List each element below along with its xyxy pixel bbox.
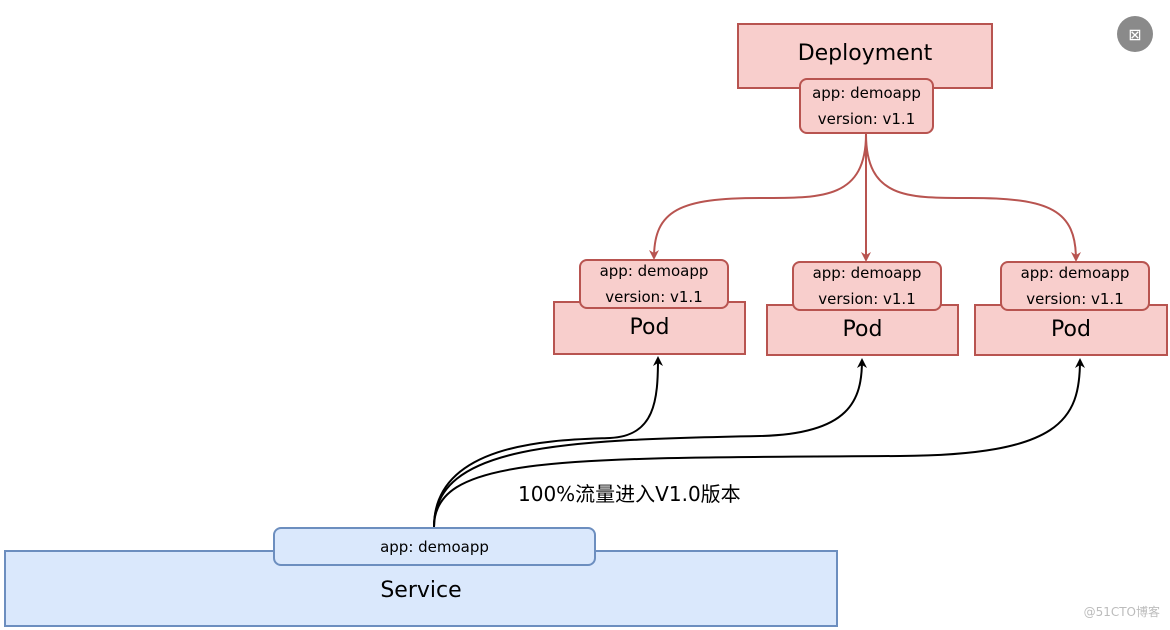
pod-3-label-app: app: demoapp [1020, 264, 1130, 282]
pod-title-1: Pod [629, 314, 670, 340]
deployment-to-pod-1-arrow [649, 133, 867, 260]
pod-title-3: Pod [1051, 316, 1091, 342]
traffic-note: 100%流量进入V1.0版本 [518, 482, 741, 506]
close-button[interactable]: ⊠ [1117, 16, 1153, 52]
service-label-app: app: demoapp [380, 537, 489, 556]
pod-title-2: Pod [842, 316, 883, 342]
watermark: @51CTO博客 [1083, 605, 1160, 619]
service-to-pod-1-arrow [433, 356, 663, 528]
service-to-pod-2-arrow [433, 358, 867, 528]
pod-2-label-app: app: demoapp [812, 264, 922, 282]
deployment-title: Deployment [797, 40, 933, 66]
pod-labels-1: app: demoapp version: v1.1 [579, 259, 729, 309]
pod-3-label-version: version: v1.1 [1026, 290, 1124, 308]
service-to-pod-3-arrow [433, 358, 1085, 528]
deployment-labels: app: demoapp version: v1.1 [799, 78, 934, 134]
close-icon: ⊠ [1128, 24, 1142, 44]
pod-labels-3: app: demoapp version: v1.1 [1000, 261, 1150, 311]
service-labels: app: demoapp [273, 527, 596, 566]
pod-labels-2: app: demoapp version: v1.1 [792, 261, 942, 311]
deployment-label-version: version: v1.1 [817, 110, 916, 128]
pod-2-label-version: version: v1.1 [818, 290, 916, 308]
service-title: Service [380, 578, 462, 603]
pod-1-label-version: version: v1.1 [605, 288, 703, 306]
pod-1-label-app: app: demoapp [599, 262, 709, 280]
pod-box-2: Pod [766, 304, 959, 356]
deployment-to-pod-3-arrow [865, 133, 1081, 262]
deployment-label-app: app: demoapp [812, 84, 921, 102]
pod-box-3: Pod [974, 304, 1168, 356]
